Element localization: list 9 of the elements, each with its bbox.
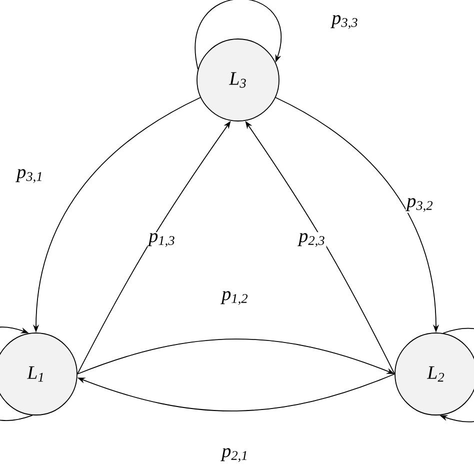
- edge-label: p$_{3,3}$: [330, 15, 358, 29]
- edge-label: p$_{3,2}$: [406, 198, 433, 212]
- edge-label: p$_{1,2}$: [220, 291, 248, 305]
- edge-label: p$_{3,1}$: [16, 169, 42, 183]
- loop-arrow: [0, 326, 33, 421]
- edge-label: p$_{1,3}$: [148, 233, 174, 247]
- edge-label: p$_{2,3}$: [298, 233, 324, 247]
- loop-arrow: [194, 0, 282, 70]
- edge-label: p$_{2,1}$: [220, 448, 246, 462]
